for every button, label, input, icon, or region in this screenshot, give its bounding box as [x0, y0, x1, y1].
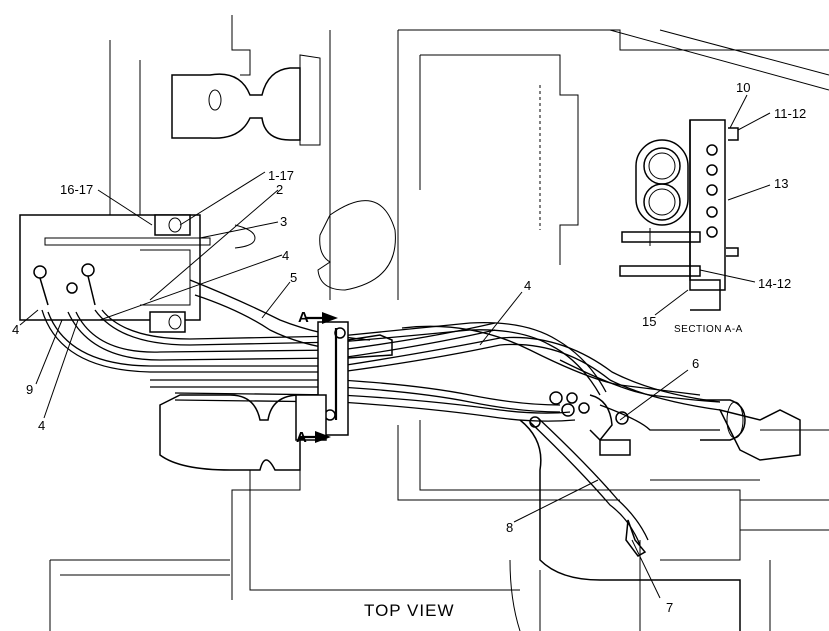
callout-15: 15 — [642, 314, 656, 329]
section-a-a-inset — [619, 119, 739, 311]
callout-13: 13 — [774, 176, 788, 191]
callout-9: 9 — [26, 382, 33, 397]
callout-8: 8 — [506, 520, 513, 535]
left-valve-bracket — [19, 214, 256, 333]
callout-4-center: 4 — [524, 278, 531, 293]
clamp-bar: A A — [295, 309, 393, 446]
section-title: SECTION A-A — [674, 324, 743, 335]
section-marker-top: A — [298, 309, 309, 326]
view-title: TOP VIEW — [364, 601, 455, 620]
callout-10: 10 — [736, 80, 750, 95]
callout-3: 3 — [280, 214, 287, 229]
callout-4-upper: 4 — [282, 248, 289, 263]
callout-4-lower-left: 4 — [38, 418, 45, 433]
engine-outline — [49, 15, 829, 631]
section-marker-bottom: A — [296, 429, 307, 446]
callout-6: 6 — [692, 356, 699, 371]
leader-lines — [19, 94, 771, 599]
callout-5: 5 — [290, 270, 297, 285]
callout-1-17: 1-17 — [268, 168, 294, 183]
callout-7: 7 — [666, 600, 673, 615]
callout-14-12: 14-12 — [758, 276, 791, 291]
callout-4-left: 4 — [12, 322, 19, 337]
callout-16-17: 16-17 — [60, 182, 93, 197]
callouts: 1-17 2 3 4 4 4 4 5 6 7 8 9 10 11-12 13 1… — [12, 80, 806, 615]
callout-2: 2 — [276, 182, 283, 197]
callout-11-12: 11-12 — [774, 106, 806, 121]
hose-bundle — [41, 279, 746, 557]
